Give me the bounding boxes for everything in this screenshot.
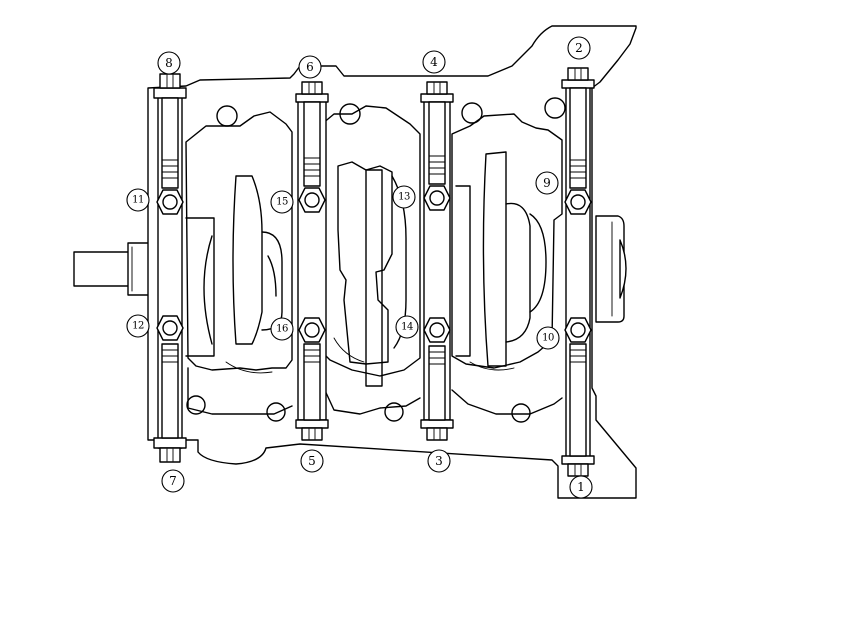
svg-text:10: 10 [542, 333, 554, 344]
crankshaft-rear-flange [595, 215, 627, 323]
callout-6: 6 [298, 55, 322, 79]
callout-7: 7 [161, 469, 185, 493]
callout-2: 2 [567, 36, 591, 60]
callout-15: 15 [270, 190, 294, 214]
svg-text:14: 14 [401, 322, 413, 333]
callouts: 8 6 4 2 9 11 15 13 [126, 36, 593, 499]
callout-1: 1 [569, 475, 593, 499]
svg-text:8: 8 [165, 56, 173, 70]
svg-text:6: 6 [306, 60, 314, 74]
svg-text:12: 12 [132, 321, 144, 332]
callout-11: 11 [126, 188, 150, 212]
svg-text:5: 5 [308, 454, 316, 468]
svg-text:13: 13 [398, 192, 410, 203]
callout-13: 13 [392, 185, 416, 209]
callout-9: 9 [535, 171, 559, 195]
bedplate-outline [147, 25, 637, 499]
callout-14: 14 [395, 315, 419, 339]
callout-3: 3 [427, 449, 451, 473]
callout-5: 5 [300, 449, 324, 473]
svg-text:16: 16 [276, 324, 288, 335]
callout-12: 12 [126, 314, 150, 338]
svg-text:3: 3 [435, 454, 443, 468]
bedplate-windows [185, 105, 563, 415]
callout-4: 4 [422, 50, 446, 74]
bolt-column-4 [561, 67, 595, 477]
svg-text:11: 11 [132, 195, 144, 206]
svg-text:7: 7 [169, 474, 177, 488]
svg-text:1: 1 [577, 480, 585, 494]
callout-8: 8 [157, 51, 181, 75]
svg-text:2: 2 [575, 41, 583, 55]
crankshaft-throws [185, 151, 547, 387]
crankshaft-front-snout [73, 242, 151, 296]
bolt-column-3 [420, 81, 454, 441]
callout-16: 16 [270, 317, 294, 341]
bolt-column-1 [153, 73, 187, 463]
callout-10: 10 [536, 326, 560, 350]
bolt-column-2 [295, 81, 329, 441]
svg-text:9: 9 [543, 176, 551, 190]
svg-text:15: 15 [276, 197, 288, 208]
bolt-holes [186, 97, 566, 423]
svg-text:4: 4 [430, 55, 438, 69]
